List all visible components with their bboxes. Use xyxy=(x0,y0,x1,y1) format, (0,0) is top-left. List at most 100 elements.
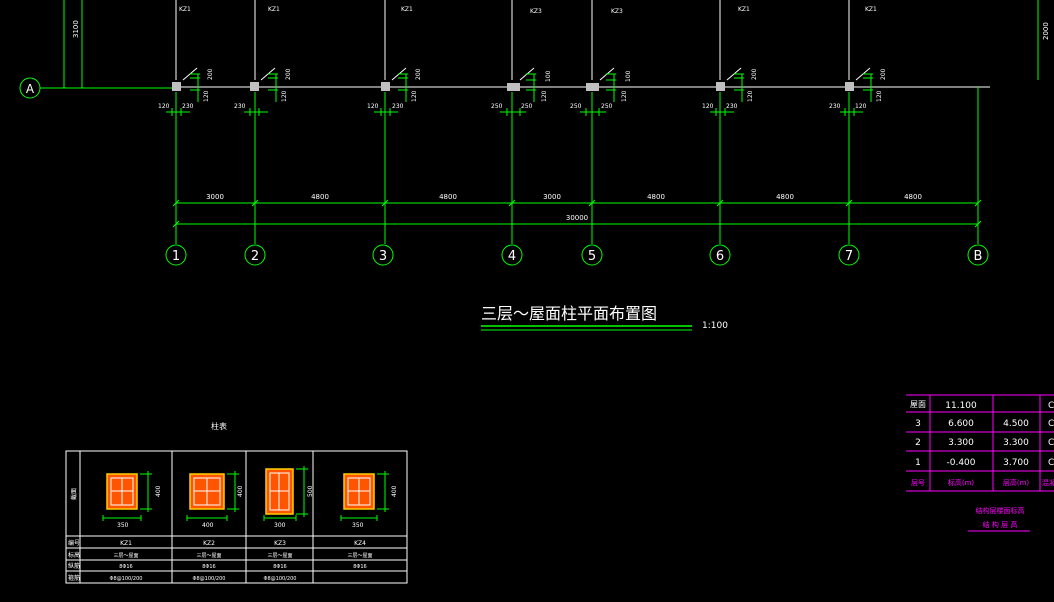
column-2-down: 120 xyxy=(281,90,288,102)
column-1-dim-v xyxy=(190,73,200,102)
column-3[interactable]: KZ1 200 120 120 230 xyxy=(367,6,422,116)
kz4-elev: 三层～屋面 xyxy=(347,553,372,559)
column-7-down: 120 xyxy=(876,90,883,102)
column-1[interactable]: KZ1 200 120 120 230 xyxy=(158,6,214,116)
section-kz2[interactable]: 400 400 xyxy=(186,471,244,529)
span-1: 3000 xyxy=(206,193,224,201)
column-5-down: 120 xyxy=(621,90,628,102)
column-7-type: KZ1 xyxy=(865,6,877,13)
total-span: 30000 xyxy=(566,214,588,222)
row-label-bars: 纵筋 xyxy=(68,562,80,570)
kz4-bars: 8Φ16 xyxy=(353,564,366,570)
column-1-down: 120 xyxy=(203,90,210,102)
kz4-height: 400 xyxy=(391,485,398,497)
column-4-dim-h xyxy=(500,108,526,116)
axis-label-5: 5 xyxy=(588,249,596,264)
level-header-extra: 混凝 xyxy=(1042,478,1054,487)
kz2-width: 400 xyxy=(202,522,214,529)
column-6-down: 120 xyxy=(747,90,754,102)
column-3-down: 120 xyxy=(411,90,418,102)
column-6-section[interactable] xyxy=(716,82,725,91)
column-2-dim-v xyxy=(268,73,278,102)
kz1-elev: 三层～屋面 xyxy=(113,553,138,559)
column-3-right: 230 xyxy=(392,103,404,110)
axis-bubble-3[interactable]: 3 xyxy=(372,244,394,266)
column-2-type: KZ1 xyxy=(268,6,280,13)
level-header-floor: 层号 xyxy=(911,479,925,487)
row-label-section: 截面 xyxy=(70,488,78,500)
column-5-section[interactable] xyxy=(586,83,599,91)
column-4-right: 250 xyxy=(521,103,533,110)
level-elev-3: -0.400 xyxy=(946,458,975,468)
kz1-stirrup: Φ8@100/200 xyxy=(110,576,143,582)
axis-bubble-6[interactable]: 6 xyxy=(709,244,731,266)
column-4-dim-v xyxy=(526,73,536,102)
span-4: 3000 xyxy=(543,193,561,201)
span-5: 4800 xyxy=(647,193,665,201)
column-4-left: 250 xyxy=(491,103,503,110)
axis-bubble-7[interactable]: 7 xyxy=(838,244,860,266)
column-7[interactable]: KZ1 200 120 230 120 xyxy=(829,6,887,116)
column-3-section[interactable] xyxy=(381,82,390,91)
level-height-1: 4.500 xyxy=(1003,419,1029,429)
axis-bubble-1[interactable]: 1 xyxy=(165,244,187,266)
column-1-dim-h xyxy=(166,108,190,116)
level-elev-0: 11.100 xyxy=(945,401,977,411)
axis-a-dim: 3100 xyxy=(72,20,80,38)
axis-label-7: 7 xyxy=(845,249,853,264)
column-5-type: KZ3 xyxy=(611,8,623,15)
section-kz1[interactable]: 400 350 xyxy=(102,471,162,529)
section-kz3[interactable]: 500 300 xyxy=(263,466,314,529)
level-table: 屋面 11.100 C 3 6.600 4.500 C 2 3.300 3.30… xyxy=(906,394,1054,532)
level-floor-3: 1 xyxy=(915,458,921,468)
span-2: 4800 xyxy=(311,193,329,201)
column-4-section[interactable] xyxy=(507,83,520,91)
span-7: 4800 xyxy=(904,193,922,201)
column-7-section[interactable] xyxy=(845,82,854,91)
level-height-3: 3.700 xyxy=(1003,458,1029,468)
axis-bubble-4[interactable]: 4 xyxy=(501,244,523,266)
kz1-width: 350 xyxy=(117,522,129,529)
column-1-section[interactable] xyxy=(172,82,181,91)
level-header-height: 层高(m) xyxy=(1003,478,1030,487)
level-elev-2: 3.300 xyxy=(948,438,974,448)
column-7-right: 120 xyxy=(855,103,867,110)
column-6[interactable]: KZ1 200 120 120 230 xyxy=(702,6,758,116)
column-4-down: 120 xyxy=(541,90,548,102)
column-1-type: KZ1 xyxy=(179,6,191,13)
column-7-dim-h xyxy=(840,108,863,116)
column-7-left: 230 xyxy=(829,103,841,110)
row-label-elev: 标高 xyxy=(68,551,80,559)
axis-b-group: 2000 xyxy=(1037,0,1050,80)
column-5[interactable]: KZ3 100 120 250 250 xyxy=(570,8,632,116)
drawing-title: 三层～屋面柱平面布置图 xyxy=(481,304,657,323)
column-5-dim-v xyxy=(606,73,616,102)
column-1-up: 200 xyxy=(207,68,214,80)
kz1-height: 400 xyxy=(155,485,162,497)
level-header-elev: 标高(m) xyxy=(948,478,975,487)
axis-bubble-b[interactable]: B xyxy=(967,244,989,266)
dimension-chain: 3000 4800 4800 3000 4800 4800 4800 30000 xyxy=(172,193,982,228)
column-5-right: 250 xyxy=(601,103,613,110)
kz3-id: KZ3 xyxy=(274,540,286,547)
column-3-dim-v xyxy=(398,73,408,102)
axis-bubble-5[interactable]: 5 xyxy=(581,244,603,266)
column-1-left: 120 xyxy=(158,103,170,110)
level-floor-0: 屋面 xyxy=(910,400,926,409)
row-label-stirrup: 箍筋 xyxy=(68,574,80,582)
axis-label-b: B xyxy=(974,249,983,264)
level-elev-1: 6.600 xyxy=(948,419,974,429)
kz2-bars: 8Φ16 xyxy=(202,564,215,570)
column-4[interactable]: KZ3 100 120 250 250 xyxy=(491,8,552,116)
kz2-height: 400 xyxy=(237,485,244,497)
column-6-right: 230 xyxy=(726,103,738,110)
level-table-grid xyxy=(906,394,1054,492)
column-2[interactable]: KZ1 200 120 230 xyxy=(234,6,292,116)
axis-label-2: 2 xyxy=(251,249,259,264)
axis-bubble-2[interactable]: 2 xyxy=(244,244,266,266)
column-2-section[interactable] xyxy=(250,82,259,91)
column-table-grid xyxy=(66,451,407,583)
section-kz4[interactable]: 400 350 xyxy=(340,471,398,529)
axis-label-1: 1 xyxy=(172,249,180,264)
